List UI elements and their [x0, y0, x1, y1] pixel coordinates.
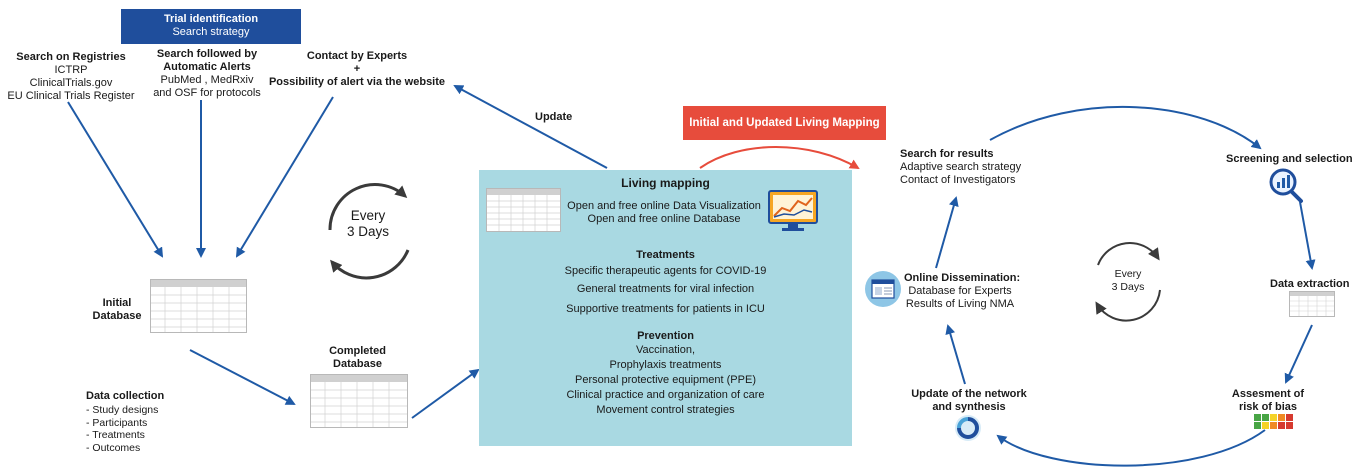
data-collection-title: Data collection — [86, 390, 165, 402]
alert-source: and OSF for protocols — [153, 87, 261, 99]
magnifier-chart-icon — [1269, 168, 1303, 203]
search-registries-title: Search on Registries — [16, 51, 126, 63]
search-results-line: Adaptive search strategy — [900, 161, 1022, 173]
cycle-arrows-icon — [1095, 242, 1161, 322]
contact-experts-line2: + — [353, 63, 361, 75]
data-collection-item: - Participants — [86, 416, 148, 429]
registry-item: ClinicalTrials.gov — [29, 77, 113, 89]
update-network-line2: and synthesis — [932, 401, 1006, 413]
search-results-line: Contact of Investigators — [900, 174, 1016, 186]
contact-experts-line3: Possibility of alert via the website — [268, 76, 446, 88]
completed-database-label: Completed Database — [320, 345, 395, 371]
living-mapping-line: Open and free online Data Visualization — [567, 200, 761, 212]
completed-db-line2: Database — [333, 358, 382, 370]
arrow-completed-to-living — [411, 368, 480, 419]
risk-grid-icon — [1254, 414, 1293, 429]
registry-item: ICTRP — [54, 64, 88, 76]
data-collection-item: - Treatments — [86, 429, 145, 441]
left-cycle-line2: 3 Days — [346, 224, 390, 239]
search-registries: Search on Registries ICTRP ClinicalTrial… — [4, 51, 138, 103]
refresh-icon — [955, 415, 981, 441]
data-collection-item: - Study designs — [86, 404, 159, 416]
trial-identification-box: Trial identification Search strategy — [121, 9, 301, 44]
table-grid-icon — [311, 375, 407, 427]
online-dissemination: Online Dissemination: Database for Exper… — [904, 272, 1034, 311]
risk-of-bias-label: Assesment of risk of bias — [1228, 388, 1308, 414]
prevention-item: Clinical practice and organization of ca… — [566, 389, 765, 401]
update-network-line1: Update of the network — [911, 388, 1027, 400]
treatments-title: Treatments — [636, 249, 695, 261]
arrow-screening-to-extraction — [1299, 201, 1316, 270]
living-mapping-line: Open and free online Database — [587, 213, 741, 225]
trial-identification-title: Trial identification — [163, 13, 259, 25]
living-mapping-title: Living mapping — [621, 176, 710, 190]
right-cycle-label: Every 3 Days — [1100, 268, 1156, 293]
screening-label: Screening and selection — [1226, 153, 1353, 165]
risk-of-bias-line2: risk of bias — [1238, 401, 1298, 413]
data-extraction-table-icon — [1289, 291, 1335, 317]
update-network-label: Update of the network and synthesis — [904, 388, 1034, 414]
living-mapping-table-icon — [486, 188, 561, 232]
living-mapping-badge: Initial and Updated Living Mapping — [683, 106, 886, 140]
prevention-item: Vaccination, — [635, 344, 696, 356]
data-collection-item: - Outcomes — [86, 441, 141, 454]
initial-db-line2: Database — [92, 310, 142, 322]
contact-experts: Contact by Experts + Possibility of aler… — [262, 50, 452, 89]
online-dissemination-line: Database for Experts — [908, 285, 1012, 297]
update-label: Update — [535, 111, 573, 123]
living-mapping-lines: Open and free online Data Visualization … — [559, 200, 769, 226]
table-grid-icon — [487, 189, 560, 231]
arrow-experts-to-db — [235, 96, 334, 258]
data-extraction-label: Data extraction — [1270, 278, 1350, 290]
registry-item: EU Clinical Trials Register — [7, 90, 135, 102]
completed-db-line1: Completed — [329, 345, 386, 357]
left-cycle-line1: Every — [350, 208, 386, 223]
prevention-item: Movement control strategies — [596, 404, 735, 416]
arrow-initial-to-completed — [189, 349, 296, 405]
prevention-title: Prevention — [637, 330, 694, 342]
prevention-item: Prophylaxis treatments — [609, 359, 722, 371]
contact-experts-line1: Contact by Experts — [306, 50, 408, 62]
treatment-item: Specific therapeutic agents for COVID-19 — [564, 265, 767, 277]
monitor-chart-icon — [768, 190, 818, 231]
search-alerts-title-1: Search followed by — [156, 48, 258, 60]
arrow-living-to-search — [699, 146, 860, 170]
arrow-search-to-screening — [989, 105, 1262, 150]
browser-window-icon — [865, 271, 901, 307]
treatment-item: Supportive treatments for patients in IC… — [566, 303, 765, 315]
prevention-item: Personal protective equipment (PPE) — [575, 374, 756, 386]
arrow-update — [453, 85, 608, 169]
search-for-results: Search for results Adaptive search strat… — [900, 148, 1040, 187]
alert-source: PubMed , MedRxiv — [160, 74, 254, 86]
living-mapping-box: Living mapping Open and free online Data… — [479, 170, 852, 446]
search-results-title: Search for results — [900, 148, 994, 160]
arrow-registries-to-db — [67, 101, 164, 258]
left-cycle-label: Every 3 Days — [333, 208, 403, 240]
right-cycle-line2: 3 Days — [1111, 280, 1145, 293]
cycle-arrows-icon — [328, 183, 410, 280]
initial-database-table-icon — [150, 279, 247, 333]
risk-of-bias-line1: Assesment of — [1231, 388, 1305, 400]
initial-database-label: Initial Database — [82, 297, 152, 323]
arrow-extraction-to-bias — [1284, 324, 1313, 384]
data-collection: Data collection - Study designs - Partic… — [86, 390, 196, 454]
arrow-dissemination-to-search — [935, 196, 959, 269]
completed-database-table-icon — [310, 374, 408, 428]
table-grid-icon — [1290, 292, 1334, 316]
treatment-item: General treatments for viral infection — [576, 283, 755, 295]
right-cycle-line1: Every — [1114, 268, 1142, 280]
trial-identification-subtitle: Search strategy — [172, 26, 250, 38]
arrow-update-to-dissemination — [945, 324, 966, 385]
initial-db-line1: Initial — [102, 297, 132, 309]
online-dissemination-title: Online Dissemination: — [904, 272, 1021, 284]
online-dissemination-line: Results of Living NMA — [905, 298, 1015, 310]
arrow-bias-to-update — [996, 429, 1266, 467]
search-alerts-title-2: Automatic Alerts — [163, 61, 251, 73]
search-alerts: Search followed by Automatic Alerts PubM… — [140, 48, 274, 100]
table-grid-icon — [151, 280, 246, 332]
